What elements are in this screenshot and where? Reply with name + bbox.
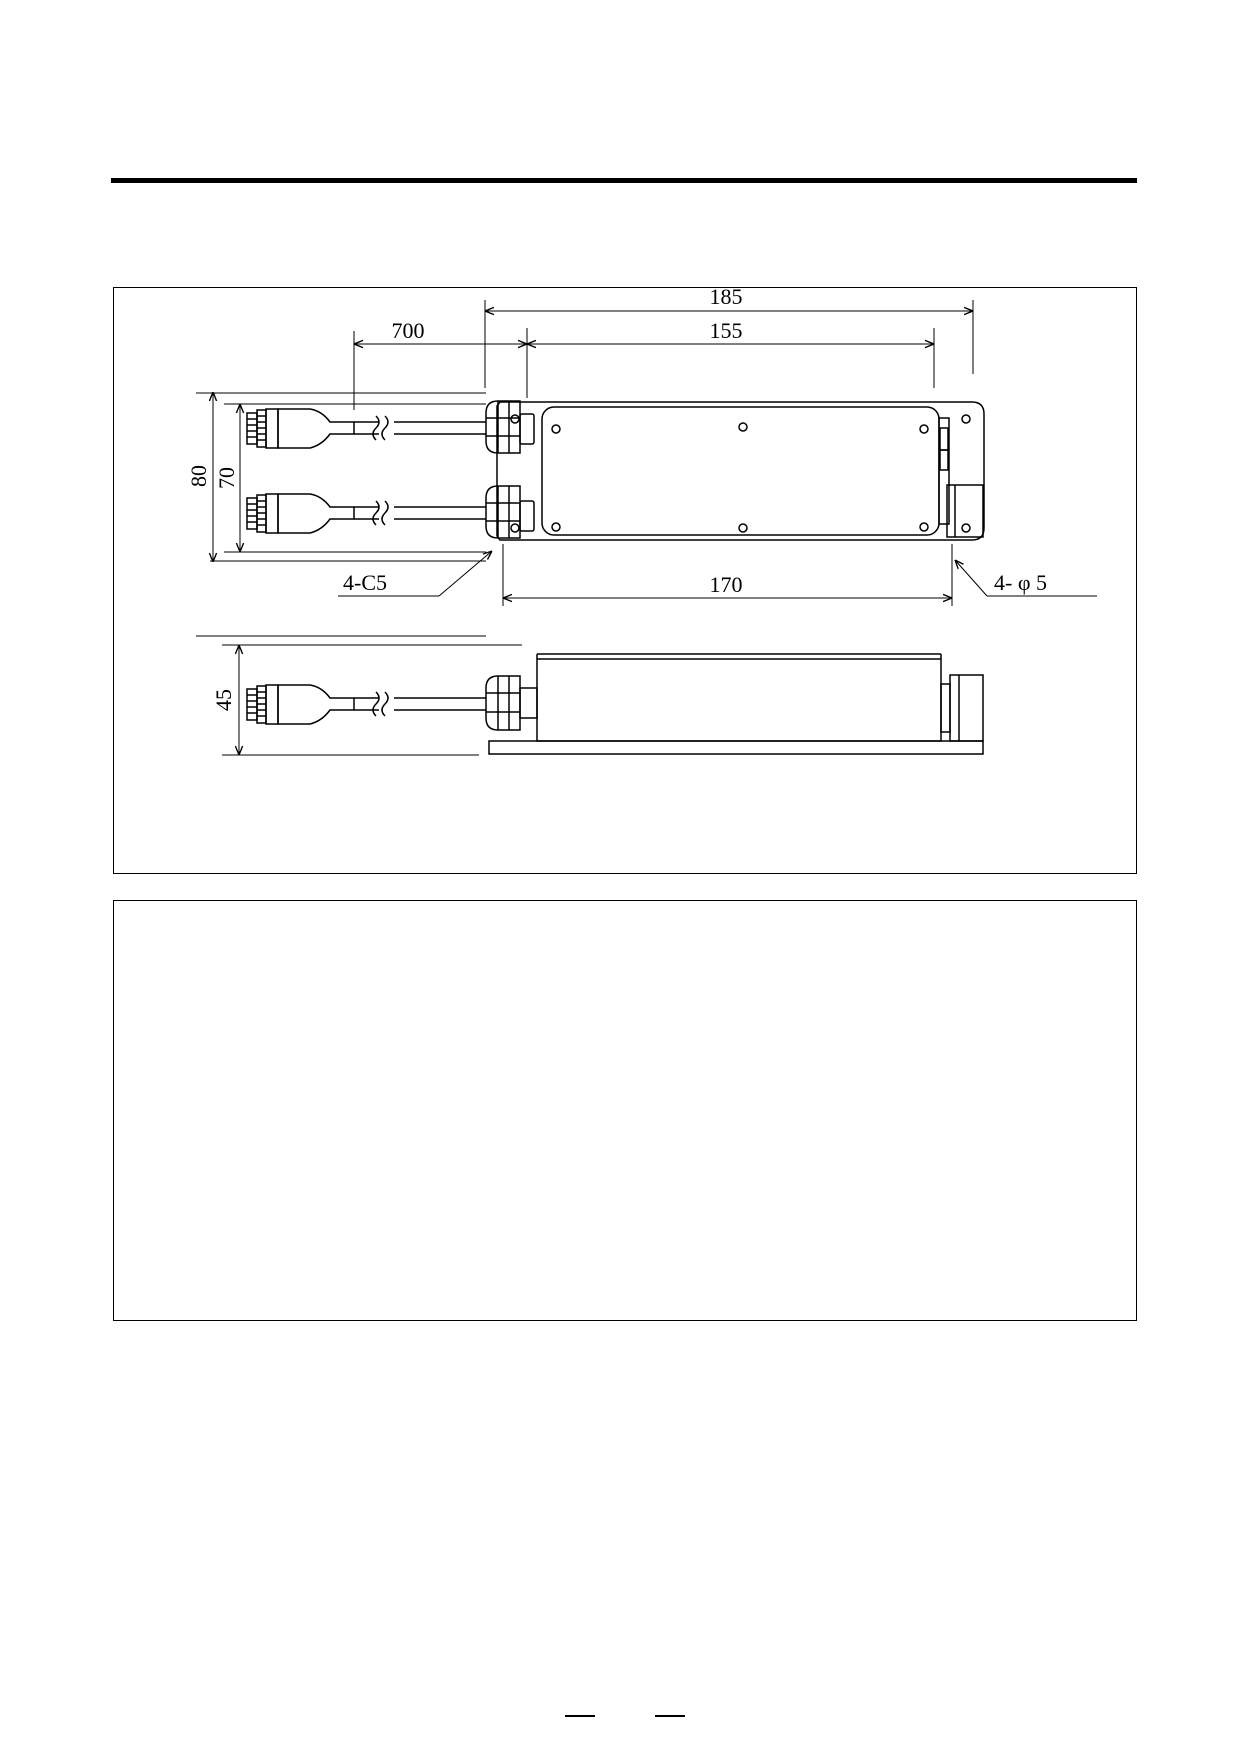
dimension-drawing: 185 700 155 80 70 4-C5 170 4- φ 5 45	[113, 287, 1137, 874]
dim-70-label: 70	[214, 467, 239, 489]
top-view-base-plate	[496, 401, 985, 541]
notes-box	[113, 900, 1137, 1321]
power-connector-top	[946, 484, 984, 538]
side-view	[246, 653, 984, 755]
cable-gland-2	[485, 485, 535, 539]
header-rule	[111, 178, 1137, 183]
mounting-hole-icon	[510, 523, 520, 533]
dim-45-label: 45	[211, 689, 236, 711]
side-view-base	[488, 740, 984, 755]
screw-icon	[551, 424, 561, 434]
dim-700-label: 700	[392, 318, 425, 343]
mounting-hole-icon	[961, 523, 971, 533]
screw-icon	[738, 523, 748, 533]
mounting-hole-icon	[510, 414, 520, 424]
right-side-panel	[938, 417, 950, 525]
right-connector-top	[939, 427, 949, 451]
screw-icon	[919, 424, 929, 434]
dim-80-label: 80	[186, 465, 211, 487]
footer-dash-right	[655, 1715, 685, 1717]
dim-holes-label: 4- φ 5	[994, 570, 1047, 595]
footer-dash-left	[565, 1715, 595, 1717]
dim-185-label: 185	[710, 288, 743, 309]
dim-chamfer-label: 4-C5	[343, 570, 387, 595]
cable-1	[354, 415, 486, 441]
top-view-enclosure	[541, 406, 940, 536]
cable-2	[354, 500, 486, 526]
side-view-enclosure	[536, 658, 942, 742]
m12-connector-1	[246, 408, 355, 449]
drawing-svg: 185 700 155 80 70 4-C5 170 4- φ 5 45	[186, 288, 1097, 756]
screw-icon	[919, 522, 929, 532]
side-view-power-connector	[940, 683, 951, 733]
right-connector-mid	[939, 449, 949, 471]
m12-connector-2	[246, 493, 355, 534]
side-view-gland-nut	[519, 687, 538, 719]
screw-icon	[551, 522, 561, 532]
mounting-hole-icon	[961, 414, 971, 424]
dim-155-label: 155	[710, 318, 743, 343]
dim-170-label: 170	[710, 572, 743, 597]
cable-gland-1	[485, 400, 535, 454]
screw-icon	[738, 422, 748, 432]
side-view-gland	[485, 675, 521, 731]
